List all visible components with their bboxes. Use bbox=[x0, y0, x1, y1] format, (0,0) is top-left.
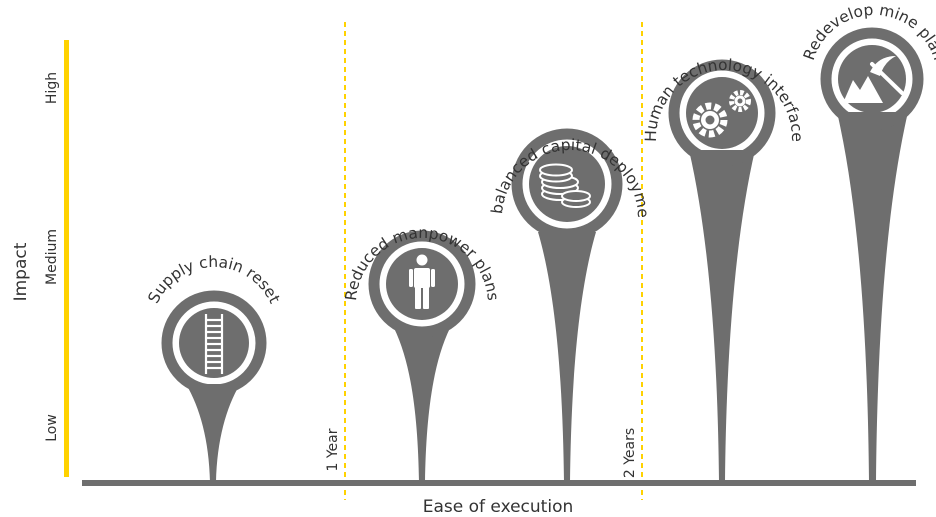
marker-label-1-year: 1 Year bbox=[325, 428, 341, 471]
ladder-icon bbox=[204, 314, 224, 374]
gears-icon bbox=[692, 90, 751, 138]
coins-icon bbox=[539, 163, 591, 208]
y-tick-high: High bbox=[44, 72, 60, 104]
pin-human-technology-interface: Human technology interface bbox=[642, 56, 806, 482]
x-axis-title: Ease of execution bbox=[423, 497, 574, 517]
pin-supply-chain-reset: Supply chain reset bbox=[145, 253, 284, 482]
pin-reduced-manpower-plans: Reduced manpower plans bbox=[342, 224, 502, 482]
mountain-pickaxe-icon bbox=[843, 56, 904, 103]
x-axis-baseline bbox=[82, 480, 916, 486]
marker-label-2-years: 2 Years bbox=[622, 428, 638, 478]
y-axis-title: Impact bbox=[11, 242, 31, 301]
y-tick-medium: Medium bbox=[44, 229, 60, 285]
pin-redevelop-mine-plan: Redevelop mine plan bbox=[800, 1, 936, 482]
pin-rebalanced-capital-deployment: Rebalanced capital deployment bbox=[0, 0, 652, 482]
person-icon bbox=[409, 254, 435, 309]
y-axis-bar bbox=[64, 40, 69, 477]
y-tick-low: Low bbox=[44, 414, 60, 442]
